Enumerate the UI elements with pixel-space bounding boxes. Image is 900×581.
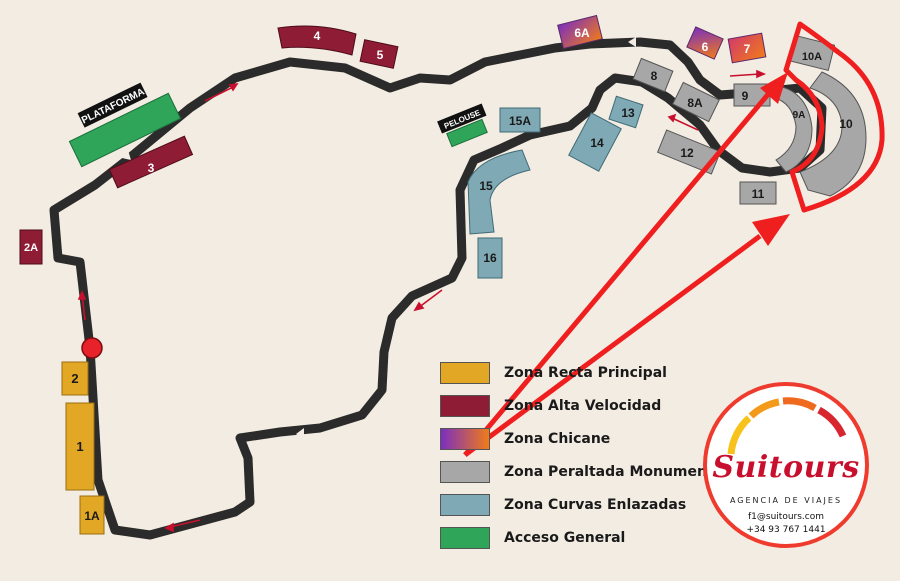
svg-text:6A: 6A	[574, 26, 590, 40]
zone-10[interactable]: 10	[799, 71, 867, 197]
arrow-marker-icon	[296, 428, 304, 440]
svg-text:15: 15	[479, 179, 493, 193]
legend-swatch	[440, 526, 490, 549]
highlight-outline	[783, 21, 885, 213]
svg-text:14: 14	[590, 136, 604, 150]
svg-text:3: 3	[148, 161, 155, 175]
legend-item: Zona Peraltada Monumental	[440, 455, 728, 488]
legend-label: Acceso General	[504, 529, 626, 546]
svg-text:11: 11	[752, 187, 765, 201]
zone-6[interactable]: 6	[686, 26, 724, 60]
zone-plataforma[interactable]	[68, 92, 182, 168]
legend-label: Zona Curvas Enlazadas	[504, 496, 687, 513]
svg-text:10: 10	[839, 117, 853, 131]
zone-2[interactable]: 2	[61, 361, 89, 396]
zone-1a[interactable]: 1A	[79, 495, 105, 535]
svg-text:15A: 15A	[509, 114, 531, 128]
zone-9a[interactable]: 9A	[773, 85, 813, 173]
svg-text:8: 8	[651, 69, 658, 83]
svg-text:5: 5	[377, 48, 384, 62]
suitours-logo: Suitours AGENCIA DE VIAJES f1@suitours.c…	[703, 382, 869, 548]
svg-text:2: 2	[71, 371, 78, 386]
svg-text:7: 7	[744, 42, 751, 56]
tagline: AGENCIA DE VIAJES	[729, 496, 843, 505]
svg-text:4: 4	[314, 29, 321, 43]
legend-label: Zona Recta Principal	[504, 364, 667, 381]
svg-text:6: 6	[702, 40, 709, 54]
legend-swatch	[440, 493, 490, 516]
direction-arrows	[77, 69, 767, 533]
zone-1[interactable]: 1	[65, 402, 95, 491]
brand-name: Suitours	[712, 450, 860, 485]
legend-item: Zona Recta Principal	[440, 356, 728, 389]
pointer-arrows	[463, 72, 790, 458]
legend-swatch	[440, 394, 490, 417]
contact-email: f1@suitours.com	[748, 512, 824, 522]
arrow-marker-icon	[122, 150, 131, 160]
zone-15a[interactable]: 15A	[499, 107, 541, 133]
legend: Zona Recta Principal Zona Alta Velocidad…	[440, 356, 728, 554]
svg-text:2A: 2A	[24, 242, 38, 254]
legend-swatch	[440, 427, 490, 450]
race-track	[49, 37, 827, 540]
legend-item: Zona Chicane	[440, 422, 728, 455]
svg-text:13: 13	[621, 106, 635, 120]
zone-15[interactable]: 15	[467, 149, 531, 235]
svg-text:9: 9	[742, 89, 749, 103]
svg-text:8A: 8A	[687, 96, 703, 110]
legend-swatch	[440, 361, 490, 384]
zone-16[interactable]: 16	[477, 237, 503, 279]
zone-11[interactable]: 11	[739, 181, 777, 205]
legend-label: Zona Peraltada Monumental	[504, 463, 728, 480]
speedometer-arc-icon	[727, 397, 847, 455]
legend-item: Zona Alta Velocidad	[440, 389, 728, 422]
zone-13[interactable]: 13	[608, 95, 644, 129]
legend-item: Zona Curvas Enlazadas	[440, 488, 728, 521]
zone-7[interactable]: 7	[727, 32, 767, 64]
svg-text:10A: 10A	[802, 51, 822, 63]
zone-pelouse[interactable]	[446, 118, 488, 148]
legend-swatch	[440, 460, 490, 483]
zone-12[interactable]: 12	[656, 129, 722, 175]
zone-3[interactable]: 3	[108, 135, 194, 189]
svg-text:9A: 9A	[793, 110, 806, 121]
legend-label: Zona Chicane	[504, 430, 611, 447]
svg-text:16: 16	[483, 251, 497, 265]
zone-4[interactable]: 4	[277, 25, 357, 56]
legend-label: Zona Alta Velocidad	[504, 397, 662, 414]
zone-2a[interactable]: 2A	[19, 229, 43, 265]
svg-text:1A: 1A	[84, 509, 100, 523]
zone-6a[interactable]: 6A	[557, 14, 603, 50]
arrow-marker-icon	[628, 37, 636, 47]
contact-phone: +34 93 767 1441	[746, 525, 826, 535]
svg-text:12: 12	[680, 146, 694, 160]
zone-14[interactable]: 14	[568, 112, 622, 172]
svg-text:1: 1	[76, 439, 83, 454]
zone-8a[interactable]: 8A	[672, 81, 720, 123]
start-finish-marker	[81, 337, 103, 359]
legend-item: Acceso General	[440, 521, 728, 554]
zone-10a[interactable]: 10A	[788, 34, 836, 72]
zone-5[interactable]: 5	[359, 39, 399, 69]
zone-8[interactable]: 8	[632, 57, 674, 93]
